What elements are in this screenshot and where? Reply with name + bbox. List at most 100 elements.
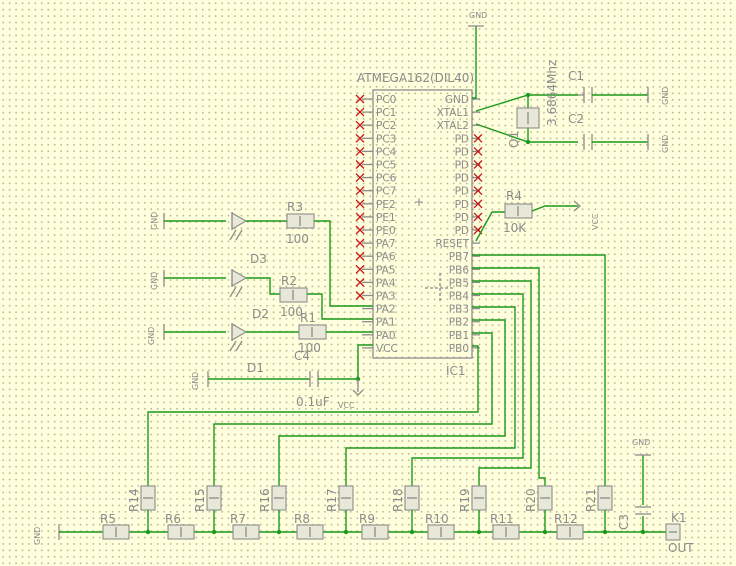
portb-wiring [147, 254, 606, 486]
c3-gnd: GND [632, 438, 650, 447]
ic-pin-pd1: PD [455, 146, 469, 158]
unconnected-marker [355, 146, 365, 156]
ic-pin-pb1: PB1 [449, 330, 469, 342]
ic-pin-pa2: PA2 [376, 304, 396, 316]
r4-value: 10K [503, 221, 527, 235]
c4-label: C4 [294, 349, 310, 363]
ic-pin-pd4: PD [455, 186, 469, 198]
ic-pin-pa7: PA7 [376, 238, 396, 250]
ic-pin-pd2: PD [455, 160, 469, 172]
c4-vcc: VCC [338, 401, 355, 410]
r2-label: R2 [281, 274, 297, 288]
unconnected-marker [355, 107, 365, 117]
ic-pin-pb2: PB2 [449, 317, 469, 329]
ic-pin-pa1: PA1 [376, 317, 396, 329]
led-gnd-1: GND [150, 212, 159, 230]
r2-value: 100 [280, 305, 303, 319]
k1-label: K1 [671, 511, 687, 525]
c1-label: C1 [568, 69, 584, 83]
label-r12: R12 [554, 512, 578, 526]
ic-pin-pb5: PB5 [449, 277, 469, 289]
unconnected-marker [355, 186, 365, 196]
ic-pin-pa4: PA4 [376, 277, 396, 289]
label-r16: R16 [258, 488, 272, 512]
ic-pin-xtal2: XTAL2 [437, 120, 469, 132]
unconnected-marker [473, 199, 483, 209]
unconnected-marker [355, 238, 365, 248]
ic-pin-pc6: PC6 [376, 173, 397, 185]
unconnected-marker [355, 173, 365, 183]
unconnected-marker [473, 133, 483, 143]
k1-out: OUT [668, 541, 694, 555]
unconnected-marker [473, 186, 483, 196]
label-r11: R11 [490, 512, 514, 526]
unconnected-marker [355, 133, 365, 143]
unconnected-marker [355, 120, 365, 130]
label-r14: R14 [127, 488, 141, 512]
ic1-microcontroller[interactable]: ATMEGA162(DIL40) IC1 PC0PC1PC2PC3PC4PC5P… [355, 71, 483, 378]
ic-pin-pa3: PA3 [376, 291, 396, 303]
crystal-value: 3.6864Mhz [545, 60, 559, 126]
label-r20: R20 [524, 488, 538, 512]
label-r19: R19 [458, 488, 472, 512]
led-d1-circuit: R3 100 GND D3 [150, 200, 373, 307]
ic1-title: ATMEGA162(DIL40) [357, 71, 474, 85]
label-r15: R15 [193, 488, 207, 512]
c1-gnd: GND [661, 87, 670, 105]
ic-pin-pa0: PA0 [376, 330, 396, 342]
ic-pin-pc5: PC5 [376, 160, 396, 172]
reset-circuit: R4 10K VCC [475, 189, 600, 242]
led-gnd-3: GND [147, 327, 156, 345]
crystal-circuit: 3.6864Mhz Q1 C1 GND C2 GND [475, 60, 670, 153]
ic-pin-pb7: PB7 [449, 251, 469, 263]
led-d2-circuit: R2 100 GND D2 [150, 269, 373, 321]
c4-value: 0.1uF [296, 395, 330, 409]
d1-label: D1 [247, 361, 264, 375]
ic-pin-pe0: PE0 [376, 225, 396, 237]
ic1-left-pins: PC0PC1PC2PC3PC4PC5PC6PC7PE2PE1PE0PA7PA6P… [355, 94, 398, 355]
r4-label: R4 [506, 189, 522, 203]
ic-pin-pc7: PC7 [376, 186, 396, 198]
c3-label: C3 [617, 514, 631, 530]
ic-pin-pe2: PE2 [376, 199, 396, 211]
unconnected-marker [473, 173, 483, 183]
r4-vcc: VCC [591, 213, 600, 230]
ic1-name: IC1 [446, 364, 466, 378]
label-r18: R18 [391, 488, 405, 512]
label-r5: R5 [100, 512, 116, 526]
unconnected-marker [355, 251, 365, 261]
unconnected-marker [355, 160, 365, 169]
crystal-ref: Q1 [507, 131, 521, 148]
ic-pin-pd7: PD [455, 225, 469, 237]
unconnected-marker [473, 160, 483, 169]
r3-label: R3 [287, 200, 303, 214]
ic-pin-gnd: GND [445, 94, 469, 106]
ic-gnd-text: GND [469, 11, 487, 20]
ic-pin-pc2: PC2 [376, 120, 396, 132]
ic-pin-reset: RESET [435, 238, 469, 250]
ic-pin-pb6: PB6 [449, 264, 470, 276]
ic-pin-pd6: PD [455, 212, 469, 224]
unconnected-marker [355, 94, 365, 104]
ic-pin-pc4: PC4 [376, 146, 397, 158]
ic-pin-pa5: PA5 [376, 264, 396, 276]
led-d3-circuit: R1 100 GND D1 [147, 311, 373, 375]
r1-value: 100 [298, 341, 321, 355]
ic-pin-pc3: PC3 [376, 133, 396, 145]
c2-label: C2 [568, 112, 584, 126]
ladder-gnd: GND [33, 527, 42, 545]
ic-pin-pd0: PD [455, 133, 469, 145]
decoupling-c4: C4 0.1uF VCC GND [191, 344, 373, 410]
unconnected-marker [355, 264, 365, 274]
label-r6: R6 [165, 512, 181, 526]
ic-pin-pc0: PC0 [376, 94, 396, 106]
ic-gnd-symbol: GND GND [468, 11, 487, 99]
label-r21: R21 [584, 488, 598, 512]
d3-label: D3 [250, 252, 267, 266]
ic-pin-pe1: PE1 [376, 212, 396, 224]
ic1-right-pins: GNDXTAL1XTAL2PDPDPDPDPDPDPDPDRESETPB7PB6… [435, 94, 483, 355]
